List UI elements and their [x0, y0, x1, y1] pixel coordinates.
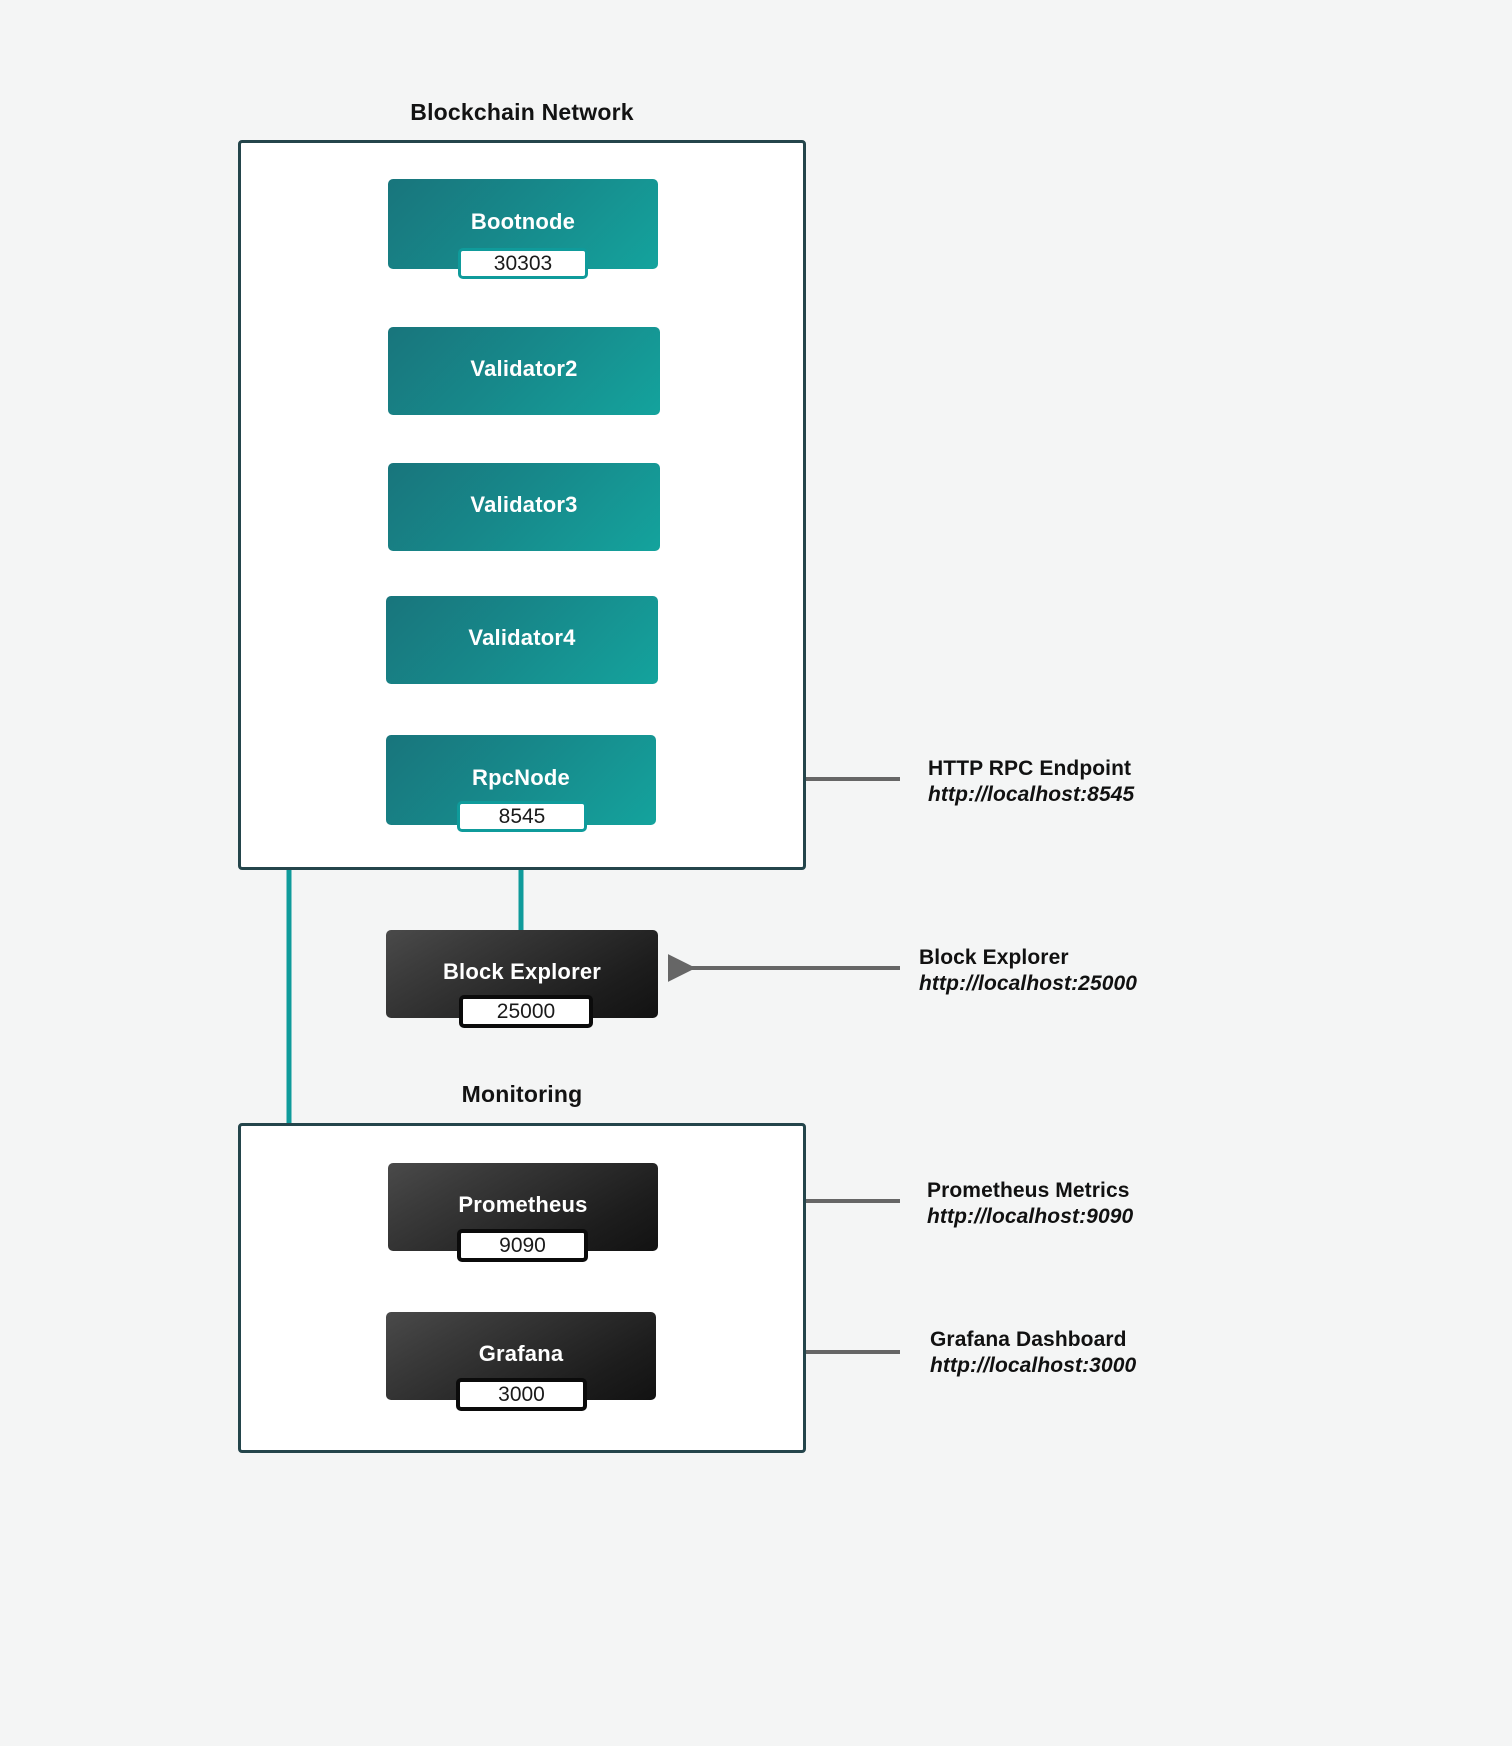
node-rpcnode-port: 8545 [457, 801, 587, 832]
node-validator4-label: Validator4 [468, 624, 576, 650]
annotation-block-explorer-title: Block Explorer [919, 946, 1069, 969]
annotation-block-explorer-url: http://localhost:25000 [919, 972, 1138, 995]
annotation-http-rpc-endpoint: HTTP RPC Endpoint http://localhost:8545 [928, 757, 1134, 807]
node-validator2[interactable]: Validator2 [388, 327, 660, 415]
node-block-explorer-port: 25000 [459, 995, 593, 1028]
subgraph-title-blockchain: Blockchain Network [410, 99, 634, 125]
annotation-prometheus-metrics-title: Prometheus Metrics [927, 1179, 1130, 1202]
node-bootnode-port: 30303 [458, 248, 588, 279]
annotation-grafana-dashboard: Grafana Dashboard http://localhost:3000 [930, 1328, 1136, 1378]
node-rpcnode-label: RpcNode [472, 764, 570, 790]
annotation-http-rpc-endpoint-title: HTTP RPC Endpoint [928, 757, 1132, 780]
annotation-http-rpc-endpoint-url: http://localhost:8545 [928, 783, 1135, 806]
annotation-grafana-dashboard-title: Grafana Dashboard [930, 1328, 1127, 1351]
node-validator4[interactable]: Validator4 [386, 596, 658, 684]
annotation-prometheus-metrics: Prometheus Metrics http://localhost:9090 [927, 1179, 1133, 1229]
node-block-explorer-label: Block Explorer [442, 958, 602, 984]
node-validator3-label: Validator3 [470, 491, 578, 517]
node-grafana-port: 3000 [456, 1378, 587, 1411]
node-validator2-label: Validator2 [470, 355, 578, 381]
annotation-prometheus-metrics-url: http://localhost:9090 [927, 1205, 1134, 1228]
annotation-grafana-dashboard-url: http://localhost:3000 [930, 1354, 1137, 1377]
node-validator3[interactable]: Validator3 [388, 463, 660, 551]
node-bootnode-label: Bootnode [470, 208, 576, 234]
node-grafana-label: Grafana [478, 1340, 564, 1366]
annotation-block-explorer: Block Explorer http://localhost:25000 [919, 946, 1137, 996]
node-prometheus-port: 9090 [457, 1229, 588, 1262]
node-prometheus-label: Prometheus [458, 1191, 588, 1217]
subgraph-title-monitoring: Monitoring [461, 1081, 583, 1107]
